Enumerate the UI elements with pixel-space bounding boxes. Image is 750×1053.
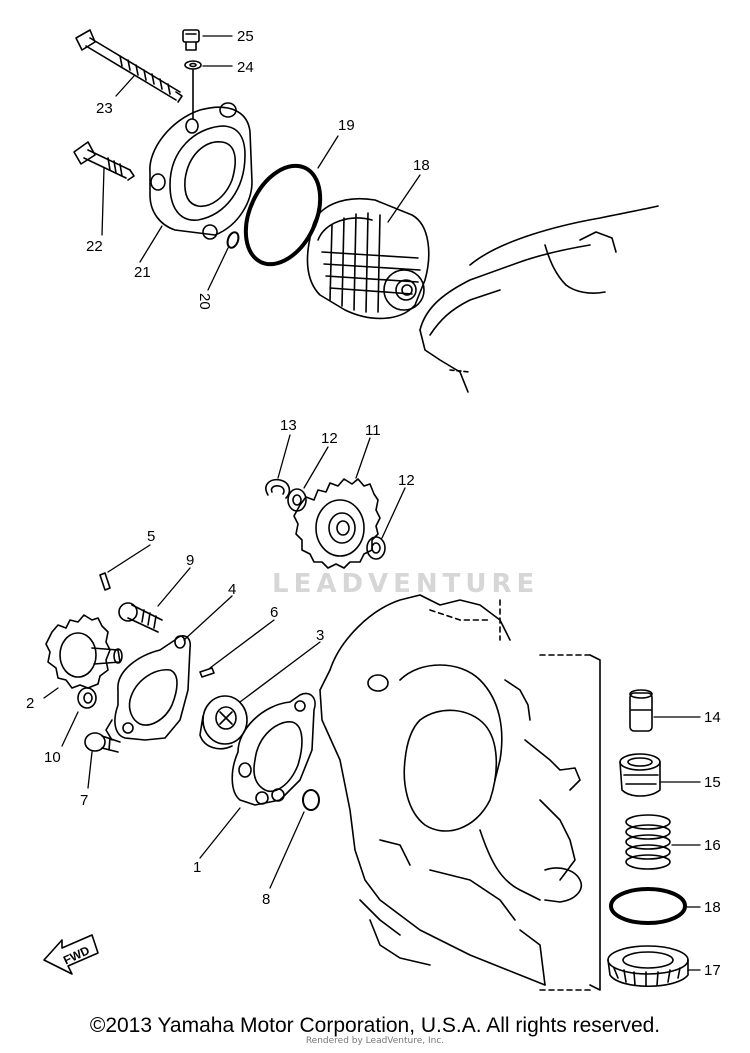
drive-gear-2 xyxy=(45,614,123,689)
plug-15 xyxy=(619,753,661,797)
spring-16 xyxy=(625,814,671,870)
small-bolt-26 xyxy=(182,29,200,51)
rendered-by-note: Rendered by LeadVenture, Inc. xyxy=(305,1036,445,1046)
dowel-pin-5 xyxy=(99,572,111,591)
callout-13: 13 xyxy=(280,417,297,434)
bolt-7 xyxy=(84,732,121,753)
o-ring-21 xyxy=(226,231,240,249)
callout-15: 15 xyxy=(704,774,721,791)
callout-labels: 25 24 19 18 23 22 21 20 13 12 11 12 5 9 … xyxy=(26,28,721,979)
o-ring-20 xyxy=(243,163,323,267)
circlip-13 xyxy=(265,478,291,499)
callout-6: 6 xyxy=(270,604,278,621)
watermark: LEADVENTURE xyxy=(272,569,539,599)
callout-9: 9 xyxy=(186,552,194,569)
o-ring-18 xyxy=(609,887,687,925)
callout-20: 19 xyxy=(338,117,355,134)
callout-4: 4 xyxy=(228,581,236,598)
washer-12b xyxy=(366,536,386,560)
callout-10: 10 xyxy=(44,749,61,766)
filter-element-19 xyxy=(306,198,430,320)
leader-lines xyxy=(43,35,701,971)
filter-cover-22 xyxy=(149,69,253,240)
callout-14: 14 xyxy=(704,709,721,726)
callout-2: 2 xyxy=(26,695,34,712)
fwd-arrow-icon xyxy=(43,934,99,975)
callout-19: 18 xyxy=(413,157,430,174)
copyright-notice: ©2013 Yamaha Motor Corporation, U.S.A. A… xyxy=(89,1014,661,1037)
callout-7: 7 xyxy=(80,792,88,809)
callout-12b: 12 xyxy=(398,472,415,489)
strainer-cap-17 xyxy=(607,945,689,988)
plunger-14 xyxy=(629,689,653,732)
callout-22: 21 xyxy=(134,264,151,281)
callout-1: 1 xyxy=(193,859,201,876)
callout-24: 23 xyxy=(96,100,113,117)
collar-10 xyxy=(77,687,97,709)
long-bolt-24 xyxy=(75,29,183,103)
o-ring-8 xyxy=(302,789,320,811)
crankcase-lower-outline xyxy=(319,594,582,986)
pump-cover-4 xyxy=(105,635,192,741)
washer-25 xyxy=(184,60,202,70)
pump-body-1 xyxy=(231,692,316,806)
callout-17: 17 xyxy=(704,962,721,979)
callout-23: 22 xyxy=(86,238,103,255)
callout-25: 24 xyxy=(237,59,254,76)
callout-26: 25 xyxy=(237,28,254,45)
bolt-9 xyxy=(118,602,163,633)
callout-18: 18 xyxy=(704,899,721,916)
relief-valve-bracket xyxy=(539,654,601,991)
callout-3: 3 xyxy=(316,627,324,644)
crankcase-upper-outline xyxy=(419,205,659,393)
callout-21: 20 xyxy=(196,293,213,310)
dowel-pin-6 xyxy=(199,667,215,678)
bolt-23 xyxy=(73,141,135,181)
callout-5: 5 xyxy=(147,528,155,545)
callout-16: 16 xyxy=(704,837,721,854)
callout-12a: 12 xyxy=(321,430,338,447)
callout-11: 11 xyxy=(365,422,381,439)
callout-8: 8 xyxy=(262,891,270,908)
pump-rotor-3 xyxy=(199,695,248,750)
gear-11 xyxy=(293,478,381,569)
